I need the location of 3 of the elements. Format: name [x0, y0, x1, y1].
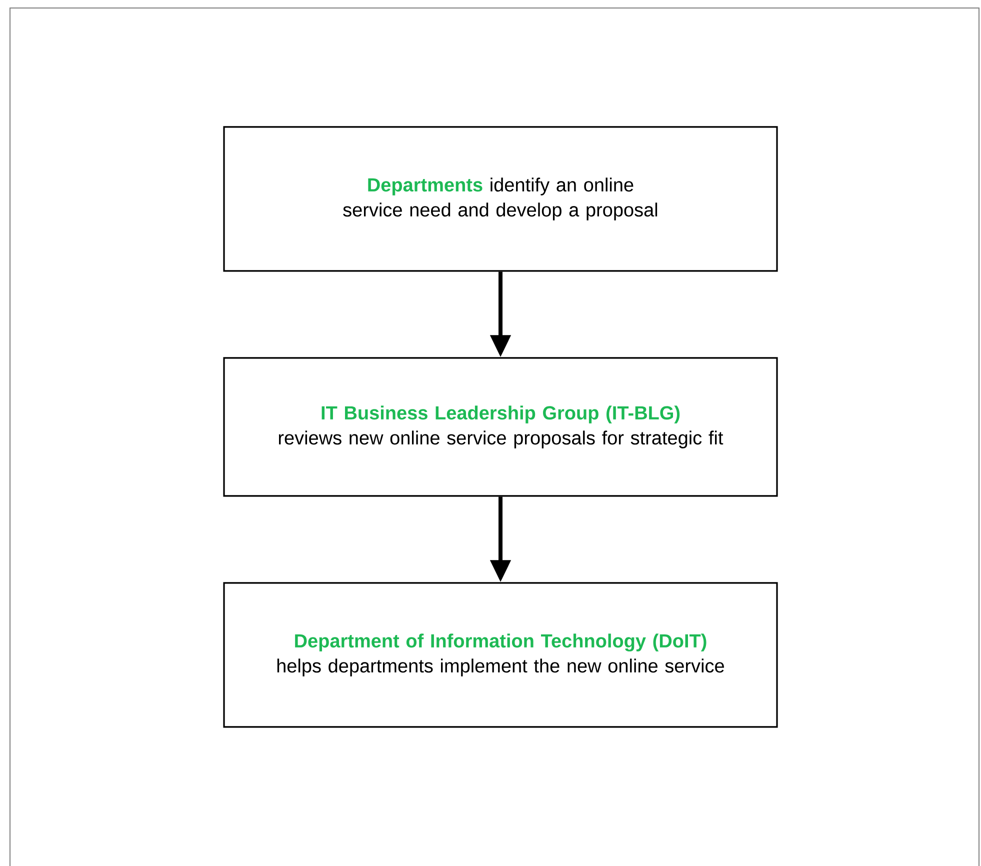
- process-box: Department of Information Technology (DoIT) helps departments implement the new online service: [223, 582, 778, 728]
- process-box: Departments identify an online service need and develop a proposal: [223, 126, 778, 272]
- process-box: IT Business Leadership Group (IT-BLG) reviews new online service proposals for strategic fit: [223, 357, 778, 497]
